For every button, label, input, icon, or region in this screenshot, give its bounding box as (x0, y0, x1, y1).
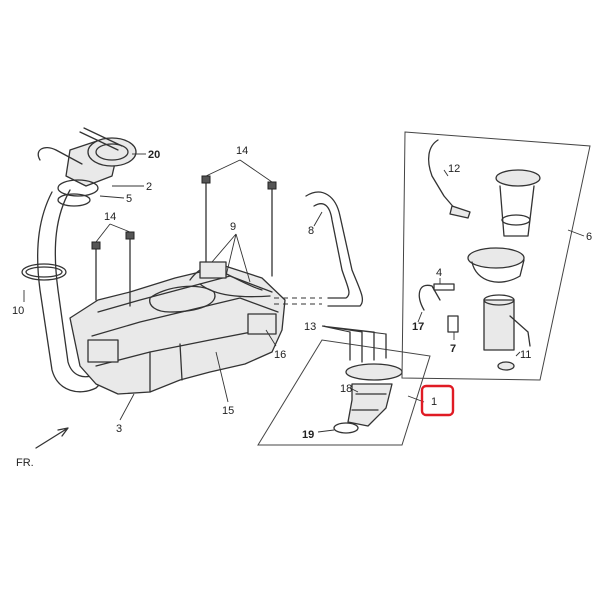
pump-connector (447, 315, 459, 333)
callout-1-highlight-box (420, 384, 455, 417)
fuel-tank-body (69, 265, 286, 395)
filler-clamp (37, 146, 83, 165)
bolt-left-1-head (91, 241, 101, 250)
bolt-right-2-head (267, 181, 277, 190)
fuel-pump-frame (257, 339, 431, 446)
callout-7: 7 (450, 343, 456, 355)
leader-15 (215, 351, 229, 403)
filler-neck-assembly (21, 127, 137, 393)
pump-module-tube (509, 315, 531, 347)
fuel-pump-subassembly (257, 331, 431, 446)
direction-label: FR. (16, 457, 34, 469)
callout-16: 16 (274, 349, 286, 361)
bolt-right-1-head (201, 175, 211, 184)
leader-13 (321, 325, 387, 335)
callout-3: 3 (116, 423, 122, 435)
callout-19: 19 (302, 429, 314, 441)
pump-clip (433, 283, 455, 291)
filler-cap (87, 137, 137, 167)
callout-6: 6 (586, 231, 592, 243)
pump-module-cylinder (483, 299, 515, 351)
fuel-tank-bracket-right (247, 313, 277, 335)
leader-14a (95, 223, 131, 243)
callout-2: 2 (146, 181, 152, 193)
mounting-bolts (91, 175, 277, 307)
callout-1: 1 (431, 396, 437, 408)
fuel-pump-seat (149, 285, 216, 313)
pump-body-ribs (351, 393, 387, 411)
filler-neck-flange-2 (57, 193, 91, 207)
hose-clamp-ring-inner (25, 266, 63, 278)
fuel-tank-top-ridge (97, 275, 273, 313)
pump-filter (497, 361, 515, 371)
callout-15: 15 (222, 405, 234, 417)
module-frame (401, 131, 591, 381)
leader-17 (417, 311, 423, 323)
callout-14-left: 14 (104, 211, 116, 223)
leader-12 (443, 169, 449, 177)
breather-hose (274, 191, 364, 307)
filler-neck-flange (57, 179, 99, 197)
pump-gasket (333, 422, 359, 434)
callout-11: 11 (520, 349, 531, 361)
fuel-pump-module (401, 131, 591, 381)
tank-fitting-block (199, 261, 227, 279)
leader-19 (317, 429, 335, 433)
filler-neck-tube (36, 191, 105, 393)
pump-hose (418, 284, 441, 311)
leader-16 (265, 329, 277, 347)
leader-18 (349, 387, 359, 393)
hose-clamp-ring (21, 263, 67, 281)
callout-4: 4 (436, 267, 442, 279)
leader-11 (515, 351, 521, 357)
leader-14b (205, 159, 273, 183)
pump-module-plate (467, 247, 525, 269)
callout-14-right: 14 (236, 145, 248, 157)
leader-3 (119, 393, 135, 421)
callout-10: 10 (12, 305, 24, 317)
breather-hose-outer (305, 191, 364, 307)
leader-lines (23, 153, 585, 433)
callout-8: 8 (308, 225, 314, 237)
callout-labels: 20 2 5 14 14 9 8 10 3 15 16 13 18 19 12 … (12, 145, 592, 441)
callout-9: 9 (230, 221, 236, 233)
direction-arrow-icon (35, 427, 69, 449)
sender-wire (427, 139, 457, 211)
front-direction-indicator: FR. (16, 427, 69, 469)
filler-cap-hinge (79, 127, 123, 151)
pump-module-upper (499, 185, 535, 237)
leader-9 (211, 233, 251, 283)
callout-20: 20 (148, 149, 160, 161)
pump-module-mid (471, 259, 525, 283)
hose-route-dashes (274, 297, 322, 305)
callout-13: 13 (304, 321, 316, 333)
callout-17: 17 (412, 321, 424, 333)
pump-flange (345, 363, 403, 381)
filler-neck-tube-inner (54, 189, 97, 378)
leader-6 (567, 229, 585, 237)
pump-module-cylinder-top (483, 294, 515, 306)
filler-cap-ring (95, 143, 129, 161)
fuel-tank (69, 261, 286, 395)
sender-float-arm (449, 205, 471, 219)
pump-module-ring (501, 214, 531, 226)
callout-5: 5 (126, 193, 132, 205)
leader-5 (99, 195, 125, 199)
fuel-tank-bracket-left (87, 339, 119, 363)
callout-12: 12 (448, 163, 460, 175)
leader-8 (313, 211, 323, 227)
breather-hose-inner (313, 203, 350, 299)
pump-module-cap (495, 169, 541, 187)
bolt-left-2-head (125, 231, 135, 240)
callout-18: 18 (340, 383, 352, 395)
fuel-tank-front-face (149, 343, 183, 393)
